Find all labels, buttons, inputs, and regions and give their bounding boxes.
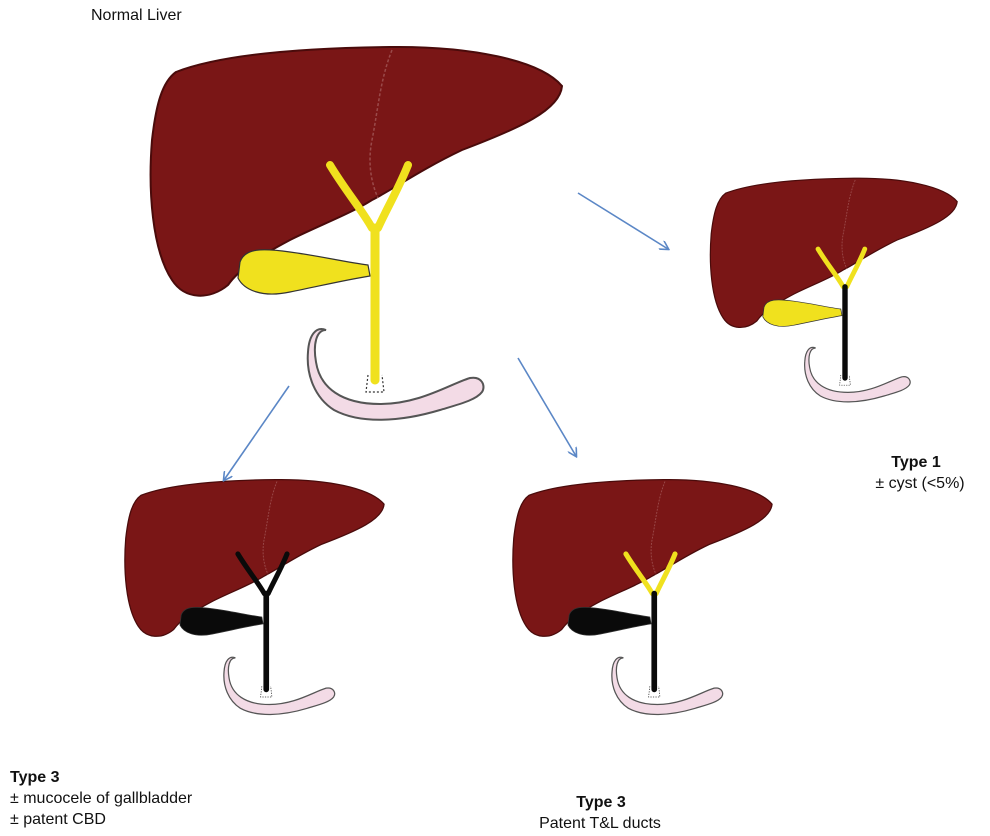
type-3-right-caption: Patent T&L ducts <box>520 814 680 834</box>
normal-liver <box>151 47 562 420</box>
duodenum <box>612 657 723 714</box>
gallbladder <box>568 607 651 635</box>
type-1-caption: ± cyst (<5%) <box>861 474 979 494</box>
arrow-to-type-1 <box>578 193 668 249</box>
duodenum <box>308 329 484 420</box>
arrow-to-type-3-left <box>224 386 289 480</box>
normal-liver-title: Normal Liver <box>91 6 182 26</box>
liver-body <box>125 480 384 637</box>
liver-body <box>513 480 772 637</box>
type-3-left-line-1: ± mucocele of gallbladder <box>10 789 192 809</box>
liver-body <box>710 178 957 327</box>
arrow-to-type-3-right <box>518 358 576 456</box>
gallbladder <box>180 607 263 635</box>
type-3-left-line-2: ± patent CBD <box>10 810 106 830</box>
liver-body <box>151 47 562 296</box>
type-3-right-heading: Type 3 <box>565 793 637 813</box>
type-3-left-heading: Type 3 <box>10 768 60 788</box>
gallbladder <box>763 300 842 327</box>
type-1-liver <box>710 178 957 402</box>
type-3-mucocele-liver <box>125 480 384 715</box>
duodenum <box>224 657 335 714</box>
gallbladder <box>238 250 370 294</box>
type-1-heading: Type 1 <box>880 453 952 473</box>
type-3-patent-ducts-liver <box>513 480 772 715</box>
duodenum <box>805 347 910 401</box>
